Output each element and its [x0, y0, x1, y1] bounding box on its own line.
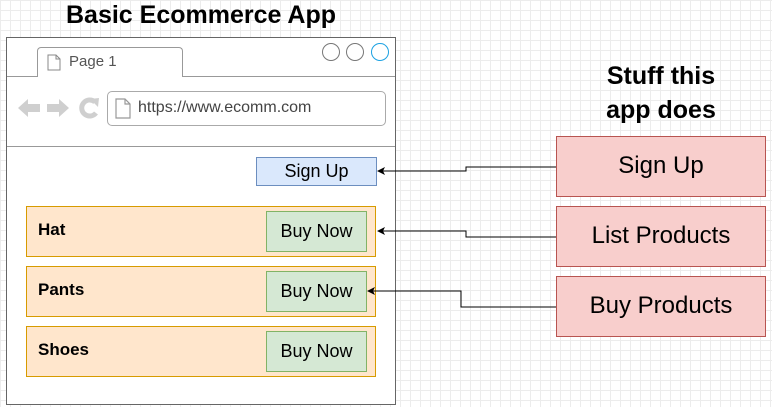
product-row-shoes: Shoes Buy Now — [26, 326, 376, 377]
tab-label: Page 1 — [69, 53, 117, 70]
feature-list-products: List Products — [556, 206, 766, 267]
back-arrow-icon[interactable] — [17, 97, 41, 119]
forward-arrow-icon[interactable] — [46, 97, 70, 119]
address-bar[interactable]: https://www.ecomm.com — [107, 91, 386, 126]
product-name: Hat — [38, 220, 66, 239]
product-row-hat: Hat Buy Now — [26, 206, 376, 257]
feature-buy-products: Buy Products — [556, 276, 766, 337]
page-icon — [47, 54, 61, 71]
window-control-icon[interactable] — [371, 43, 389, 61]
document-icon — [115, 98, 131, 119]
refresh-icon[interactable] — [78, 96, 100, 120]
window-control-icon[interactable] — [346, 43, 364, 61]
sign-up-button[interactable]: Sign Up — [256, 157, 377, 186]
feature-sign-up: Sign Up — [556, 136, 766, 197]
buy-now-button[interactable]: Buy Now — [266, 271, 367, 312]
diagram-title: Basic Ecommerce App — [65, 1, 337, 29]
browser-tab[interactable]: Page 1 — [37, 47, 183, 77]
features-heading-line1: Stuff this — [606, 62, 716, 90]
features-heading-line2: app does — [606, 96, 716, 124]
buy-now-button[interactable]: Buy Now — [266, 211, 367, 252]
buy-now-button[interactable]: Buy Now — [266, 331, 367, 372]
features-heading: Stuff this app does — [556, 59, 766, 127]
product-row-pants: Pants Buy Now — [26, 266, 376, 317]
window-control-icon[interactable] — [322, 43, 340, 61]
url-text: https://www.ecomm.com — [138, 99, 312, 116]
browser-toolbar: https://www.ecomm.com — [7, 78, 395, 147]
connector-arrow — [367, 287, 556, 308]
connector-arrow — [377, 227, 556, 238]
tab-bar: Page 1 — [7, 38, 395, 77]
connector-arrow — [377, 166, 556, 175]
product-name: Pants — [38, 280, 85, 299]
product-name: Shoes — [38, 340, 90, 359]
